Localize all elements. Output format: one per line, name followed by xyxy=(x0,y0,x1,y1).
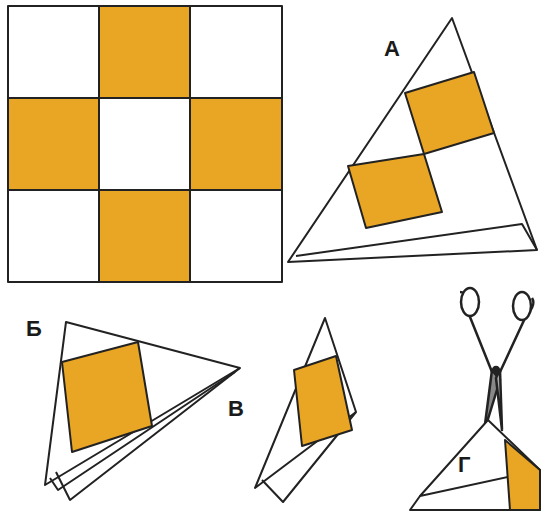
folded-shape xyxy=(45,322,240,500)
patterned-square xyxy=(8,6,282,282)
figure-letter: А xyxy=(384,38,400,60)
folded-shape xyxy=(255,318,356,502)
figure-letter: Б xyxy=(26,318,42,340)
figure-letter: Г xyxy=(458,454,470,476)
scissors xyxy=(460,288,533,432)
folded-shape xyxy=(410,420,540,510)
folded-triangle xyxy=(288,18,537,262)
figure-letter: В xyxy=(228,398,244,420)
